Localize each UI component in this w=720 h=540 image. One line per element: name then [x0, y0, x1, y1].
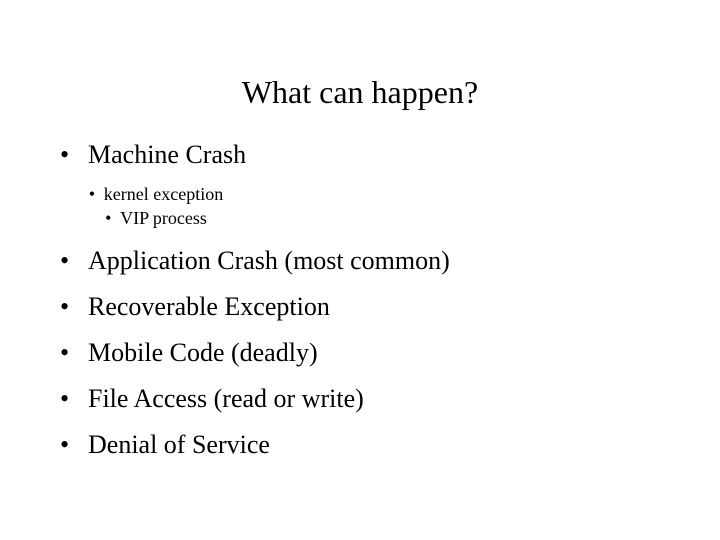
bullet-point-icon: •	[60, 384, 70, 413]
bullet-item-machine-crash: • Machine Crash	[0, 138, 720, 172]
sub-bullet-label: VIP process	[120, 208, 207, 228]
bullet-item-application-crash: • Application Crash (most common)	[0, 244, 720, 278]
bullet-item-mobile-code: • Mobile Code (deadly)	[0, 336, 720, 370]
bullet-label: Machine Crash	[88, 140, 247, 169]
slide-body: • Machine Crash • kernel exception • VIP p…	[0, 138, 720, 462]
sub-bullet-point-icon: •	[105, 208, 112, 228]
bullet-label: Mobile Code (deadly)	[88, 338, 318, 367]
slide-title: What can happen?	[241, 74, 479, 110]
sub-bullet-label: kernel exception	[103, 184, 224, 204]
bullet-label: Recoverable Exception	[88, 292, 330, 321]
bullet-point-icon: •	[60, 338, 70, 367]
bullet-label: File Access (read or write)	[88, 384, 364, 413]
sub-bullet-point-icon: •	[88, 184, 96, 204]
bullet-label: Application Crash (most common)	[88, 246, 450, 275]
bullet-label: Denial of Service	[88, 430, 270, 459]
bullet-item-denial-of-service: • Denial of Service	[0, 428, 720, 462]
bullet-point-icon: •	[60, 140, 70, 169]
bullet-item-recoverable-exception: • Recoverable Exception	[0, 290, 720, 324]
sub-bullet-row: • VIP process	[0, 206, 312, 230]
sub-bullet-group: • kernel exception • VIP process	[0, 182, 720, 230]
sub-bullet-item-kernel-exception: • kernel exception	[89, 182, 223, 206]
bullet-point-icon: •	[60, 430, 70, 459]
bullet-point-icon: •	[60, 292, 70, 321]
bullet-point-icon: •	[60, 246, 70, 275]
sub-bullet-item-vip-process: • VIP process	[105, 206, 207, 230]
bullet-item-file-access: • File Access (read or write)	[0, 382, 720, 416]
sub-bullet-row: • kernel exception	[0, 182, 312, 206]
